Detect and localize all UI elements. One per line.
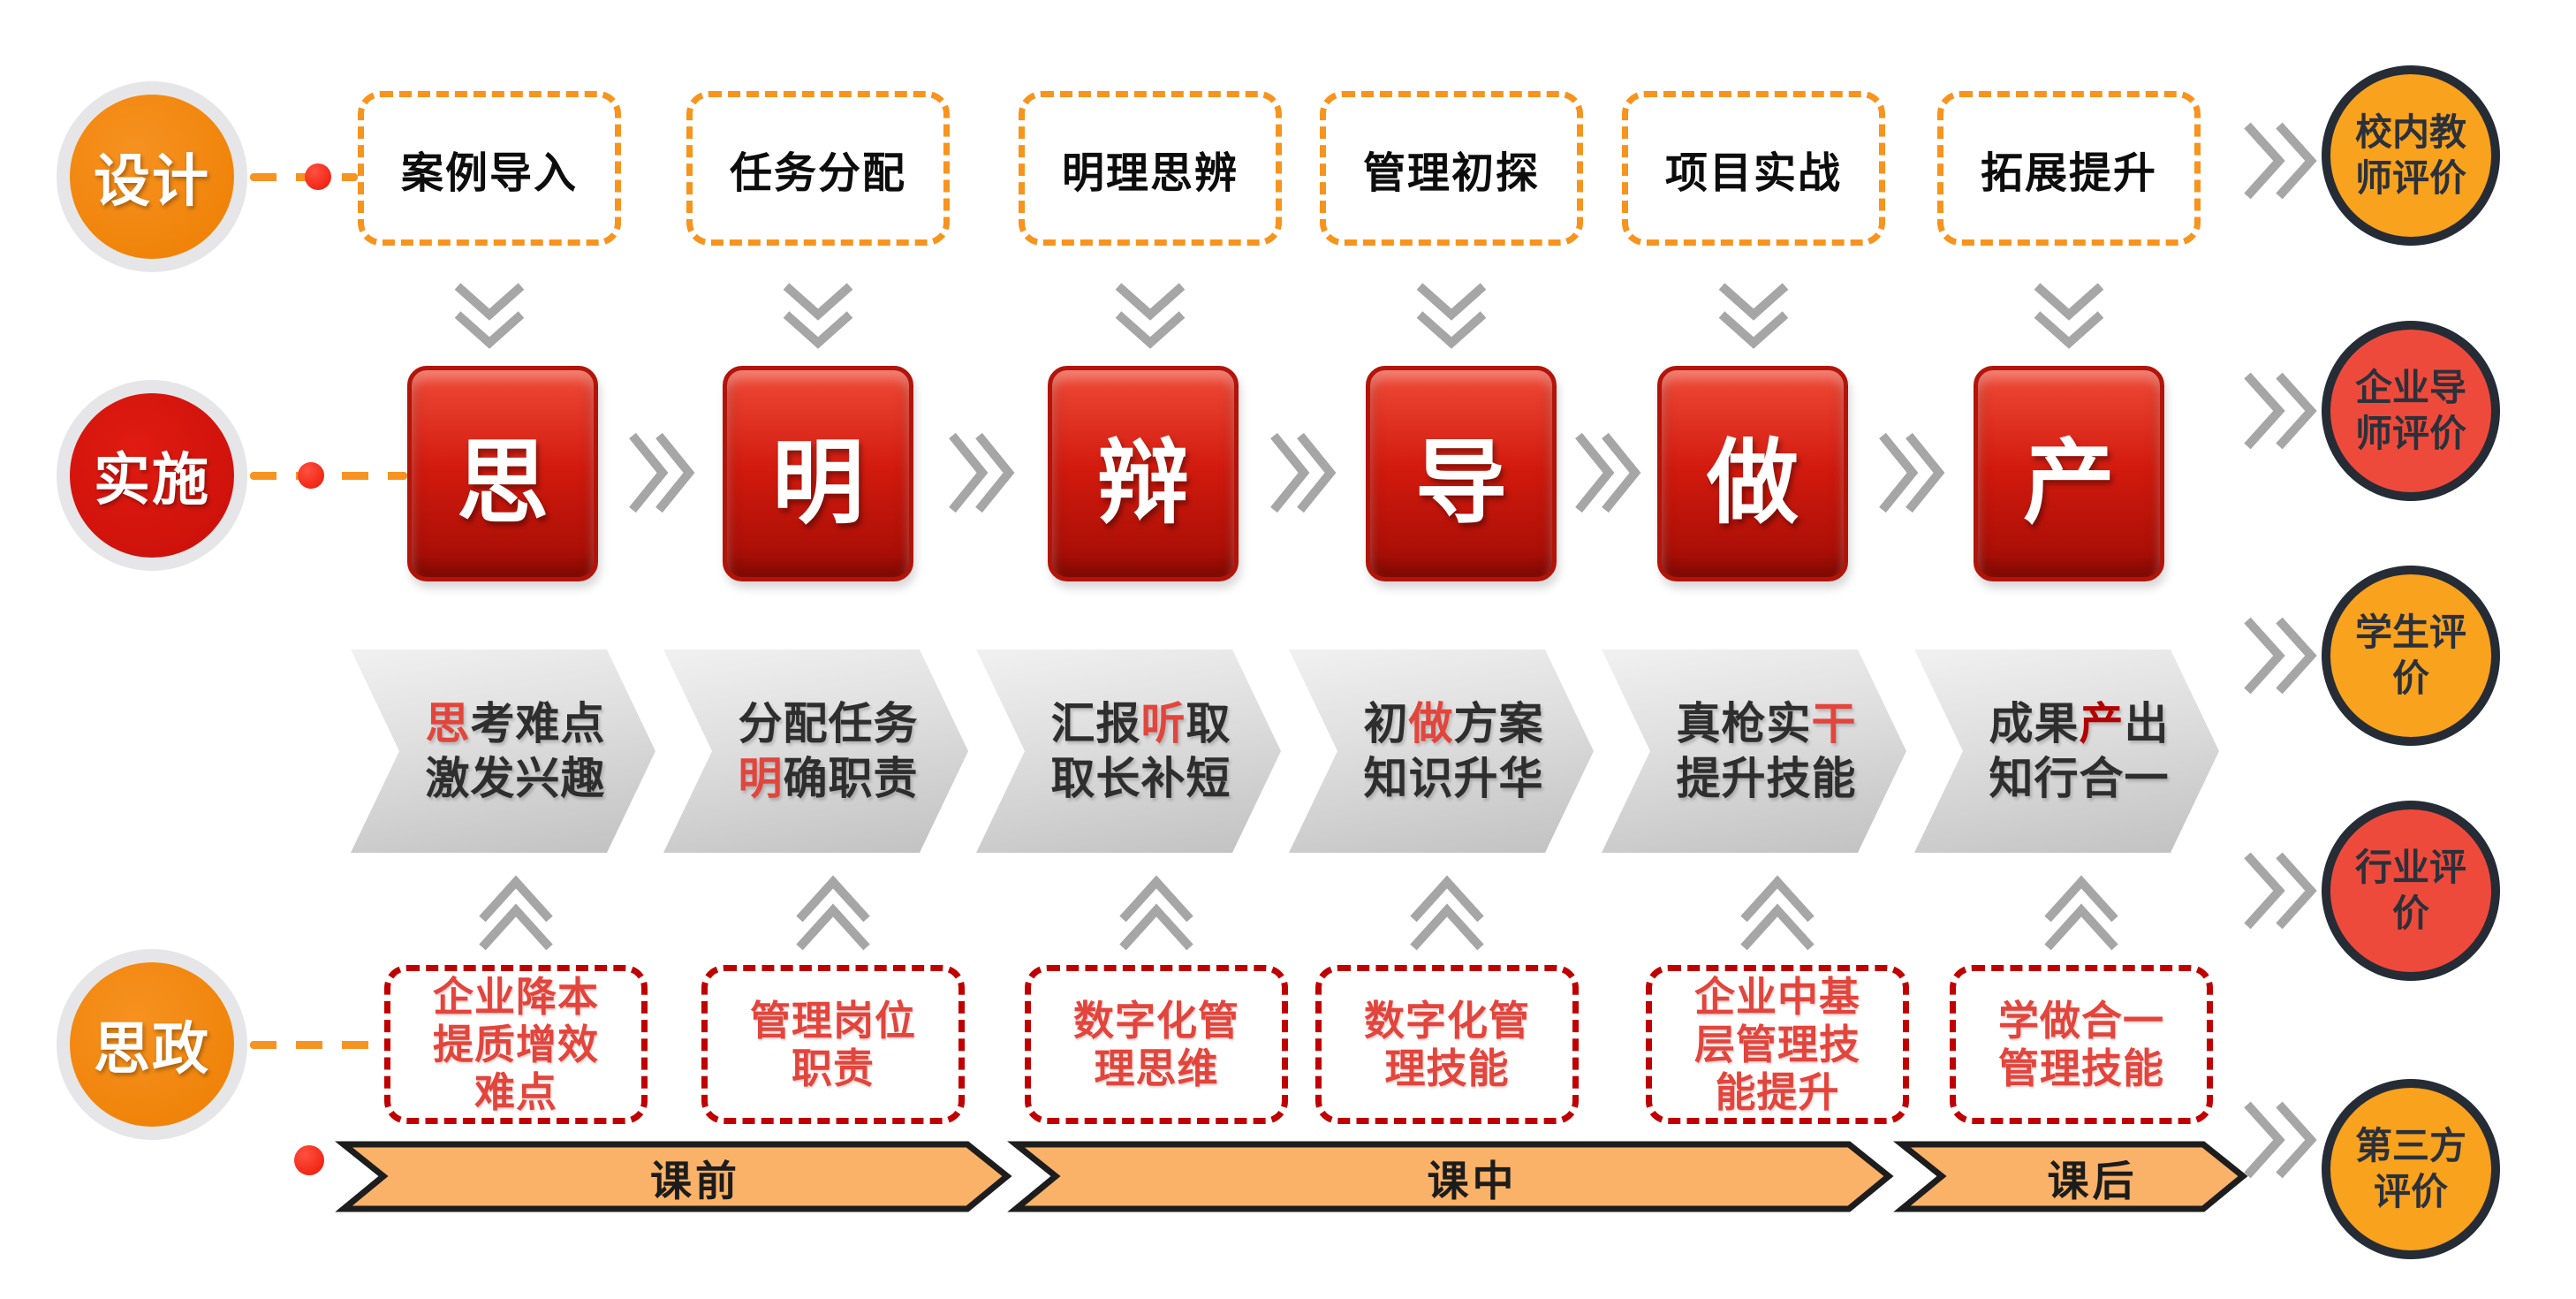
implement-step-char: 产 bbox=[2022, 428, 2115, 536]
ideology-box: 管理岗位 职责 bbox=[701, 965, 965, 1124]
stage-label-design: 设计 bbox=[94, 149, 210, 215]
ideology-box-line: 能提升 bbox=[1715, 1068, 1840, 1116]
chevron-right-icon bbox=[629, 432, 1945, 513]
design-step-label: 明理思辨 bbox=[1061, 148, 1239, 198]
red-dot-design bbox=[305, 163, 331, 190]
design-step-box: 任务分配 bbox=[686, 91, 950, 246]
stage-circle-ideology: 思政 bbox=[70, 962, 234, 1127]
phase-band-segment bbox=[335, 1141, 1012, 1212]
connector-design-line bbox=[250, 173, 358, 181]
stage-label-implement: 实施 bbox=[94, 448, 210, 513]
process-arrow: 思考难点 激发兴趣 bbox=[351, 650, 655, 853]
chevron-right-eval-icon bbox=[2244, 122, 2317, 1179]
design-step-box: 案例导入 bbox=[358, 91, 621, 246]
implement-step-char: 导 bbox=[1414, 428, 1507, 536]
phase-label-in-class: 课中 bbox=[1427, 1157, 1518, 1206]
ideology-box-line: 企业降本 bbox=[433, 973, 599, 1021]
process-arrow-line: 汇报听取 bbox=[1050, 698, 1231, 749]
ideology-box-line: 职责 bbox=[792, 1045, 875, 1092]
ideology-box-line: 提质增效 bbox=[433, 1021, 599, 1068]
phase-band bbox=[335, 1141, 2248, 1212]
ideology-box-line: 学做合一 bbox=[1998, 997, 2164, 1045]
chevron-down-icon bbox=[454, 283, 2104, 349]
ideology-box: 企业降本 提质增效 难点 bbox=[384, 965, 648, 1124]
design-step-box: 管理初探 bbox=[1320, 91, 1583, 246]
phase-band-segment bbox=[1007, 1141, 1894, 1212]
evaluation-circle-student: 学生评 价 bbox=[2322, 566, 2500, 746]
implement-step-char: 做 bbox=[1706, 428, 1799, 536]
implement-step-square: 辩 bbox=[1048, 366, 1239, 581]
implement-step-char: 思 bbox=[456, 428, 549, 536]
process-arrow-line: 知识升华 bbox=[1363, 753, 1544, 804]
design-step-box: 项目实战 bbox=[1622, 91, 1885, 246]
implement-step-square: 思 bbox=[407, 366, 598, 581]
process-arrow: 成果产出 知行合一 bbox=[1914, 650, 2219, 853]
evaluation-label: 行业评 价 bbox=[2354, 846, 2466, 935]
evaluation-label: 第三方 评价 bbox=[2354, 1124, 2466, 1213]
design-step-label: 拓展提升 bbox=[1980, 148, 2157, 198]
design-step-label: 管理初探 bbox=[1362, 148, 1540, 198]
ideology-box-line: 理思维 bbox=[1094, 1045, 1219, 1092]
red-dot-implement bbox=[298, 462, 324, 489]
process-arrow-line: 成果产出 bbox=[1989, 698, 2170, 749]
process-arrow: 汇报听取 取长补短 bbox=[976, 650, 1281, 853]
implement-step-square: 导 bbox=[1366, 366, 1557, 581]
process-arrow: 真枪实干 提升技能 bbox=[1602, 650, 1906, 853]
ideology-box-line: 数字化管 bbox=[1073, 997, 1239, 1045]
process-arrow-line: 取长补短 bbox=[1050, 753, 1231, 804]
process-arrow-line: 初做方案 bbox=[1363, 698, 1544, 749]
evaluation-circle-enterprise-mentor: 企业导 师评价 bbox=[2322, 321, 2500, 501]
process-arrow-line: 思考难点 bbox=[425, 698, 606, 749]
stage-circle-design: 设计 bbox=[70, 95, 234, 259]
design-step-box: 拓展提升 bbox=[1937, 91, 2201, 246]
process-arrow-line: 真枪实干 bbox=[1676, 698, 1857, 749]
process-arrow-line: 提升技能 bbox=[1676, 753, 1857, 804]
evaluation-circle-third-party: 第三方 评价 bbox=[2322, 1079, 2500, 1259]
connector-implement-line bbox=[250, 472, 407, 480]
implement-step-char: 明 bbox=[771, 428, 864, 536]
ideology-box: 数字化管 理技能 bbox=[1315, 965, 1579, 1124]
evaluation-label: 学生评 价 bbox=[2354, 611, 2466, 700]
stage-label-ideology: 思政 bbox=[94, 1017, 210, 1082]
phase-label-after-class: 课后 bbox=[2047, 1157, 2138, 1206]
ideology-box-line: 理技能 bbox=[1384, 1045, 1510, 1092]
phase-band-segment bbox=[1893, 1141, 2248, 1212]
process-arrow-line: 分配任务 bbox=[738, 698, 919, 749]
ideology-box: 数字化管 理思维 bbox=[1025, 965, 1288, 1124]
process-arrow-line: 明确职责 bbox=[738, 753, 919, 804]
process-arrow: 分配任务 明确职责 bbox=[663, 650, 968, 853]
implement-step-square: 产 bbox=[1974, 366, 2164, 581]
ideology-box: 学做合一 管理技能 bbox=[1950, 965, 2213, 1124]
design-step-box: 明理思辨 bbox=[1019, 91, 1282, 246]
design-step-label: 案例导入 bbox=[400, 148, 578, 198]
implement-step-char: 辩 bbox=[1096, 428, 1189, 536]
chevron-up-icon bbox=[479, 875, 2118, 951]
ideology-box-line: 企业中基 bbox=[1694, 973, 1860, 1021]
ideology-box: 企业中基 层管理技 能提升 bbox=[1646, 965, 1909, 1124]
evaluation-circle-industry: 行业评 价 bbox=[2322, 801, 2500, 981]
ideology-box-line: 难点 bbox=[474, 1068, 557, 1116]
stage-circle-implement: 实施 bbox=[70, 393, 234, 558]
ideology-box-line: 管理技能 bbox=[1998, 1045, 2164, 1092]
implement-step-square: 明 bbox=[723, 366, 913, 581]
ideology-box-line: 管理岗位 bbox=[750, 997, 916, 1045]
ideology-box-line: 层管理技 bbox=[1694, 1021, 1860, 1068]
evaluation-label: 企业导 师评价 bbox=[2354, 366, 2466, 455]
evaluation-circle-school-teacher: 校内教 师评价 bbox=[2322, 65, 2500, 246]
evaluation-label: 校内教 师评价 bbox=[2354, 110, 2466, 200]
red-dot-phase-band bbox=[294, 1145, 324, 1175]
process-arrow-line: 激发兴趣 bbox=[425, 753, 606, 804]
ideology-box-line: 数字化管 bbox=[1364, 997, 1530, 1045]
process-arrow-line: 知行合一 bbox=[1989, 753, 2170, 804]
phase-label-before-class: 课前 bbox=[650, 1157, 740, 1206]
design-step-label: 项目实战 bbox=[1664, 148, 1842, 198]
connector-ideology-line bbox=[250, 1041, 384, 1049]
implement-step-square: 做 bbox=[1657, 366, 1848, 581]
process-arrow: 初做方案 知识升华 bbox=[1289, 650, 1594, 853]
design-step-label: 任务分配 bbox=[729, 148, 906, 198]
